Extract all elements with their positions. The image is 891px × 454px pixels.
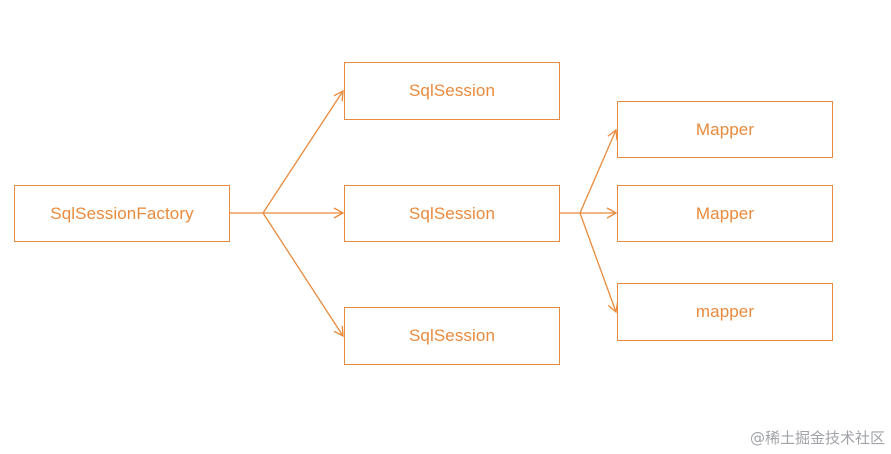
arrow-factory-to-session-3 [262, 212, 344, 338]
mapper-node-2: Mapper [617, 185, 833, 242]
sqlsession-node-1: SqlSession [344, 62, 560, 120]
sqlsession-node-2: SqlSession [344, 185, 560, 242]
mapper-label-1: Mapper [695, 119, 755, 139]
watermark-text: @稀土掘金技术社区 [749, 429, 885, 447]
mapper-node-1: Mapper [617, 101, 833, 158]
sqlsessionfactory-label: SqlSessionFactory [50, 203, 194, 223]
arrow-session-to-mapper-1 [579, 128, 618, 214]
mapper-label-2: Mapper [695, 203, 755, 223]
sqlsession-label-2: SqlSession [408, 203, 496, 223]
sqlsession-label-1: SqlSession [408, 81, 496, 100]
sqlsessionfactory-node: SqlSessionFactory [14, 185, 230, 242]
mapper-label-3: mapper [695, 302, 755, 321]
arrow-factory-to-session-1 [262, 89, 344, 214]
mapper-node-3: mapper [617, 283, 833, 341]
arrow-session-to-mapper-3 [579, 212, 619, 314]
sqlsession-label-3: SqlSession [408, 326, 496, 345]
sqlsession-node-3: SqlSession [344, 307, 560, 365]
